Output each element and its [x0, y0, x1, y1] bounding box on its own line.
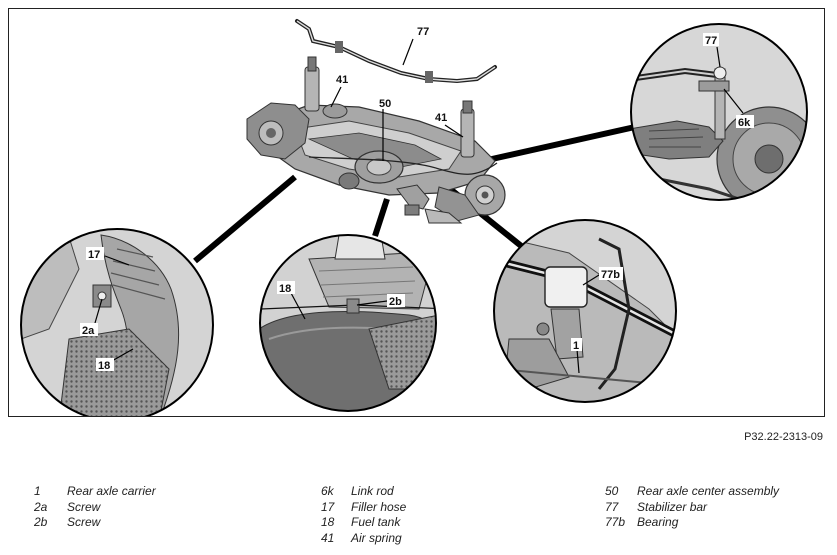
legend-text: Bearing: [637, 515, 679, 529]
callout-screw-2b: 2b: [389, 296, 402, 308]
callout-fuel-tank-left: 18: [98, 360, 110, 372]
legend: 1 Rear axle carrier 2a Screw 2b Screw 6k…: [0, 484, 837, 550]
legend-number: 2a: [34, 499, 48, 514]
legend-number: 17: [321, 499, 335, 514]
legend-text: Air spring: [351, 530, 402, 545]
callout-rear-axle-carrier: 1: [573, 340, 579, 352]
detail-bearing: [493, 219, 677, 403]
figure-frame: 77 41 50 41 77 6k 17 2a 18 18 2b 77b: [8, 8, 825, 417]
legend-text: Rear axle carrier: [67, 484, 156, 498]
detail-filler-hose: [20, 228, 214, 416]
legend-number: 77b: [605, 515, 626, 529]
legend-number: 41: [321, 530, 335, 545]
callout-stabilizer-bar: 77: [417, 26, 429, 38]
legend-number: 2b: [34, 515, 48, 529]
detail-link-rod: [630, 23, 808, 201]
legend-number: 77: [605, 499, 619, 514]
main-leaders: [330, 38, 464, 161]
legend-text: Screw: [67, 499, 101, 514]
detail-fuel-tank: [259, 234, 437, 412]
legend-text: Stabilizer bar: [637, 499, 708, 514]
legend-number: 50: [605, 484, 619, 498]
figure-code: P32.22-2313-09: [744, 431, 823, 443]
legend-text: Filler hose: [351, 499, 407, 514]
axle-illustration: 77 41 50 41 77 6k 17 2a 18 18 2b 77b: [20, 19, 808, 416]
callout-fuel-tank-middle: 18: [279, 283, 291, 295]
callout-screw-2a: 2a: [82, 325, 95, 337]
callout-filler-hose: 17: [88, 249, 100, 261]
legend-number: 6k: [321, 484, 334, 498]
legend-text: Fuel tank: [351, 515, 401, 529]
legend-number: 1: [34, 484, 41, 498]
callout-air-spring-left: 41: [336, 74, 348, 86]
callout-air-spring-right: 41: [435, 112, 447, 124]
rear-axle-assembly: [246, 19, 506, 224]
callout-stabilizer-bar-detail: 77: [705, 35, 717, 47]
stabilizer-bar: [295, 19, 497, 84]
callout-center-assembly: 50: [379, 98, 391, 110]
legend-text: Link rod: [351, 484, 394, 498]
legend-text: Screw: [67, 515, 101, 529]
callout-link-rod: 6k: [738, 117, 751, 129]
legend-number: 18: [321, 515, 335, 529]
legend-text: Rear axle center assembly: [637, 484, 780, 498]
callout-labels: 77 41 50 41 77 6k 17 2a 18 18 2b 77b: [80, 24, 754, 372]
callout-bearing: 77b: [601, 269, 620, 281]
